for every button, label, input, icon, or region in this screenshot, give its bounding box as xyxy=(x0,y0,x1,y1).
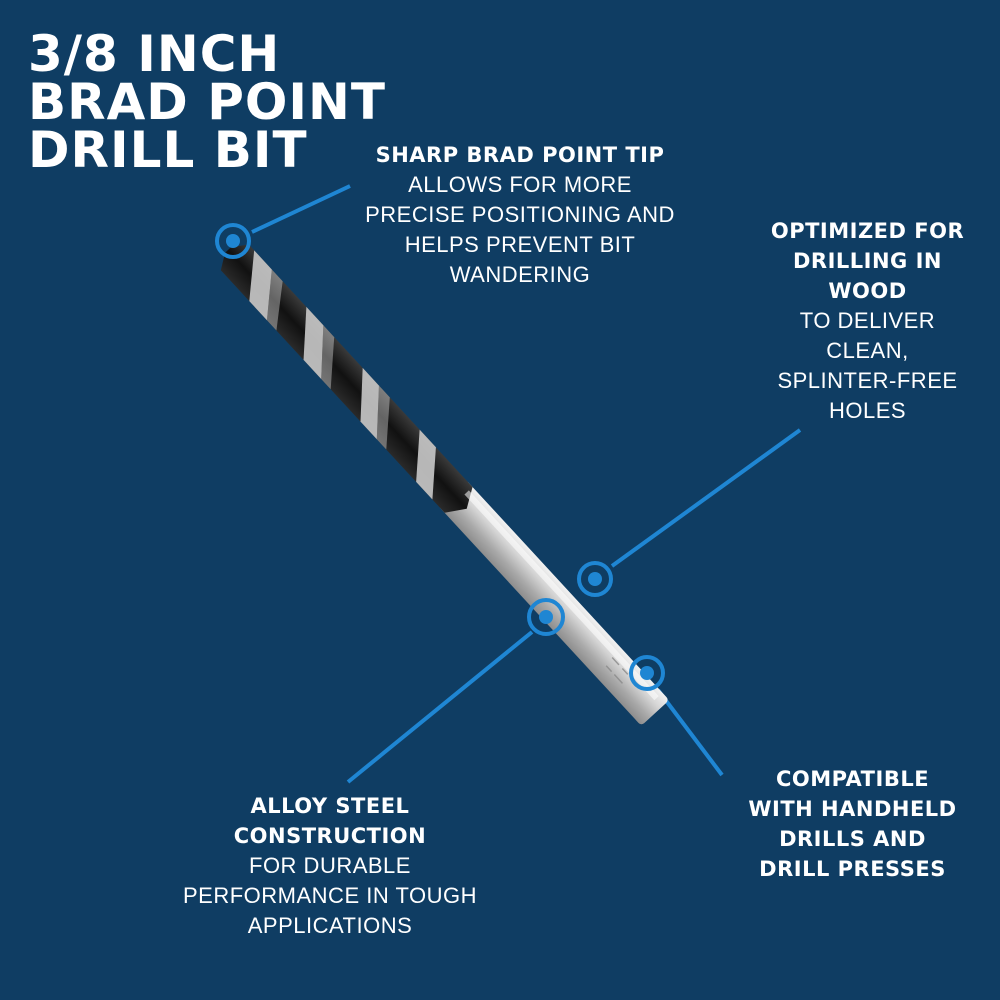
callout-body-line: FOR DURABLE xyxy=(249,853,411,878)
callout-compatible: COMPATIBLE WITH HANDHELD DRILLS AND DRIL… xyxy=(725,764,980,884)
callout-heading: WOOD xyxy=(828,279,907,303)
callout-body-line: ALLOWS FOR MORE xyxy=(408,172,632,197)
page-title: 3/8 INCH BRAD POINT DRILL BIT xyxy=(28,25,386,179)
target-marker-tip-icon xyxy=(215,223,251,259)
callout-body-line: TO DELIVER xyxy=(799,308,936,333)
callout-body-line: WANDERING xyxy=(449,262,591,287)
leader-lines xyxy=(251,184,802,784)
callout-heading: DRILLS AND xyxy=(779,827,926,851)
callout-body-line: HOLES xyxy=(828,398,907,423)
callout-body-line: SPLINTER-FREE xyxy=(777,368,958,393)
callout-heading: CONSTRUCTION xyxy=(233,824,427,848)
title-line: BRAD POINT xyxy=(28,73,386,131)
callout-body-line: HELPS PREVENT BIT xyxy=(404,232,636,257)
title-line: DRILL BIT xyxy=(28,121,308,179)
callout-heading: WITH HANDHELD xyxy=(748,797,957,821)
callout-markers xyxy=(215,223,665,691)
callout-heading: COMPATIBLE xyxy=(775,767,930,791)
callout-optimized-wood: OPTIMIZED FOR DRILLING IN WOOD TO DELIVE… xyxy=(745,216,990,426)
callout-heading: SHARP BRAD POINT TIP xyxy=(375,143,665,167)
callout-alloy-steel: ALLOY STEEL CONSTRUCTION FOR DURABLE PER… xyxy=(160,791,500,941)
drill-bit-lands xyxy=(249,250,436,500)
target-marker-wood-icon xyxy=(577,561,613,597)
callout-heading: OPTIMIZED FOR xyxy=(770,219,965,243)
drill-bit xyxy=(220,244,668,725)
callout-heading: DRILL PRESSES xyxy=(759,857,946,881)
callout-brad-point-tip: SHARP BRAD POINT TIP ALLOWS FOR MORE PRE… xyxy=(340,140,700,290)
leader-line-steel xyxy=(346,630,534,784)
callout-heading: DRILLING IN xyxy=(792,249,942,273)
callout-body-line: APPLICATIONS xyxy=(247,913,413,938)
callout-body-line: PERFORMANCE IN TOUGH xyxy=(183,883,477,908)
callout-heading: ALLOY STEEL xyxy=(250,794,410,818)
callout-body-line: PRECISE POSITIONING AND xyxy=(365,202,675,227)
target-marker-steel-icon xyxy=(527,598,565,636)
leader-line-compat xyxy=(656,688,724,777)
callout-body-line: CLEAN, xyxy=(826,338,909,363)
title-line: 3/8 INCH xyxy=(28,25,281,83)
leader-line-wood xyxy=(610,428,802,568)
target-marker-compat-icon xyxy=(629,655,665,691)
leader-line-tip xyxy=(251,184,351,234)
drill-bit-flutes xyxy=(220,244,473,513)
